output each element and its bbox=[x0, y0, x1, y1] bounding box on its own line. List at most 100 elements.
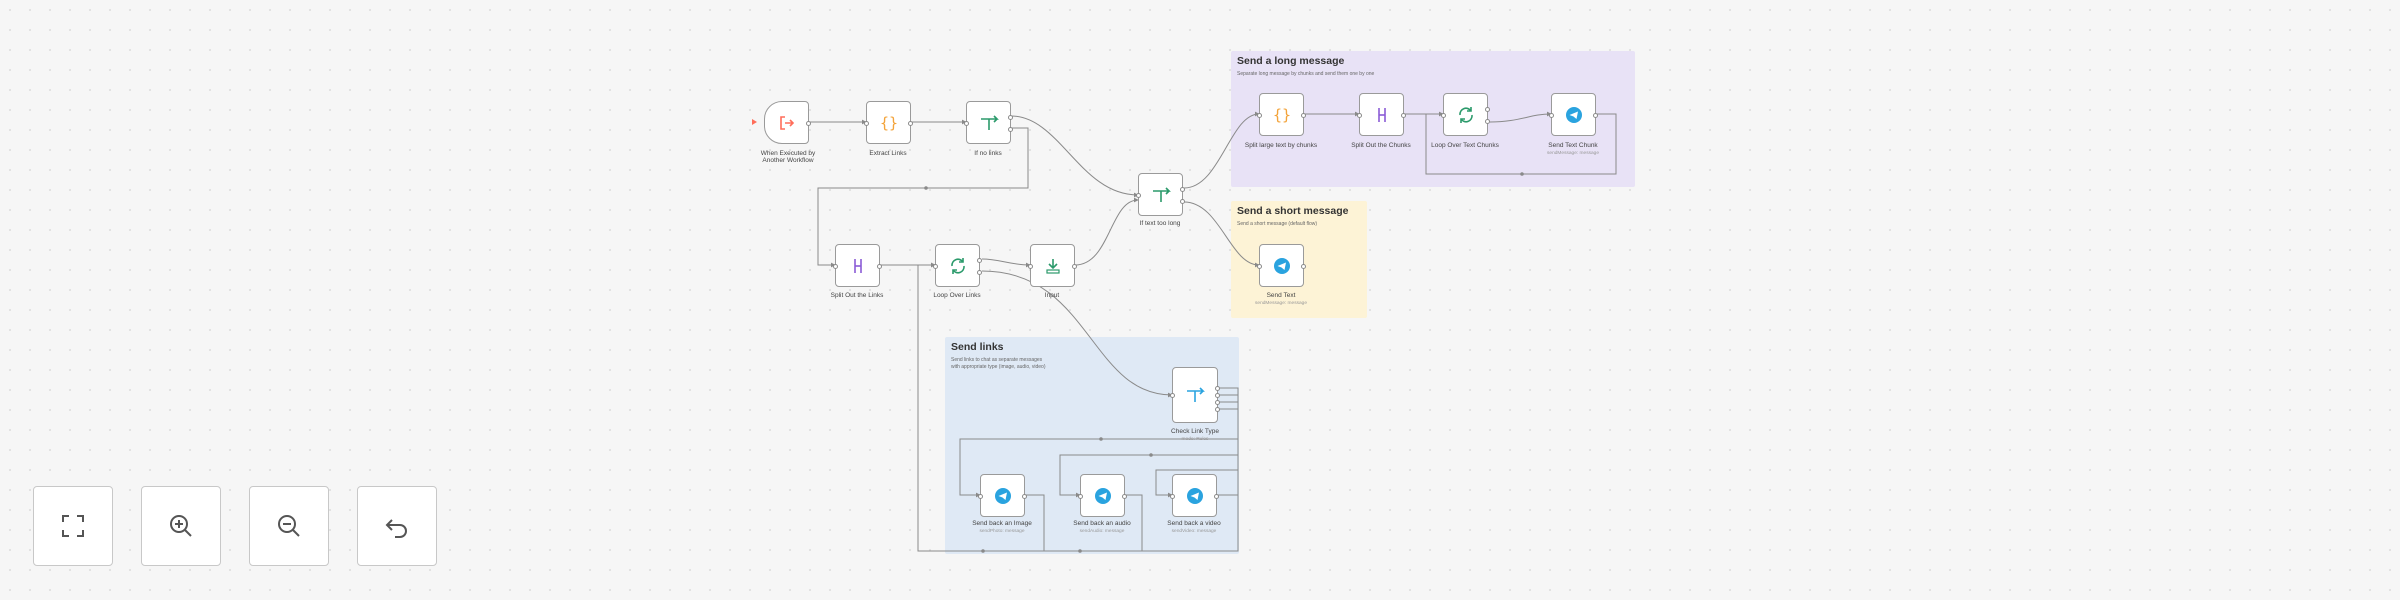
node-label: Send Text bbox=[1266, 292, 1296, 299]
node-send-video[interactable] bbox=[1170, 474, 1219, 517]
split-out-icon bbox=[1377, 107, 1386, 122]
node-check-link-type[interactable] bbox=[1170, 367, 1220, 423]
svg-text:{}: {} bbox=[879, 114, 897, 132]
node-split-out-chunks[interactable] bbox=[1357, 93, 1406, 136]
node-label: If text too long bbox=[1139, 220, 1181, 227]
edge bbox=[1074, 197, 1139, 266]
undo-button[interactable] bbox=[357, 486, 437, 566]
output-port-done[interactable] bbox=[1485, 119, 1490, 124]
output-port[interactable] bbox=[877, 264, 882, 269]
input-port[interactable] bbox=[1170, 393, 1175, 398]
output-port[interactable] bbox=[908, 121, 913, 126]
fit-view-button[interactable] bbox=[33, 486, 113, 566]
output-port[interactable] bbox=[1122, 494, 1127, 499]
output-port-image[interactable] bbox=[1215, 386, 1220, 391]
node-extract-links[interactable]: {} bbox=[864, 101, 913, 144]
input-port[interactable] bbox=[1136, 193, 1141, 198]
input-port[interactable] bbox=[1028, 264, 1033, 269]
input-port[interactable] bbox=[864, 121, 869, 126]
switch-icon bbox=[1187, 387, 1205, 402]
sticky-note-description: Separate long message by chunks and send… bbox=[1237, 71, 1375, 77]
node-label: Input bbox=[1044, 292, 1060, 299]
loop-icon bbox=[950, 257, 965, 274]
input-port[interactable] bbox=[1257, 264, 1262, 269]
telegram-icon bbox=[1565, 106, 1582, 123]
node-label: Check Link Type bbox=[1171, 428, 1219, 435]
output-port-done[interactable] bbox=[977, 270, 982, 275]
loop-icon bbox=[1458, 106, 1473, 123]
if-icon bbox=[1152, 186, 1171, 202]
output-port-false[interactable] bbox=[1180, 199, 1185, 204]
output-port[interactable] bbox=[1593, 113, 1598, 118]
output-port[interactable] bbox=[1401, 113, 1406, 118]
telegram-icon bbox=[994, 487, 1011, 504]
zoom-in-icon bbox=[170, 515, 192, 537]
output-port-true[interactable] bbox=[1008, 115, 1013, 120]
input-port[interactable] bbox=[833, 264, 838, 269]
node-send-text[interactable] bbox=[1257, 244, 1306, 287]
node-label: Loop Over Links bbox=[933, 292, 981, 299]
input-port[interactable] bbox=[1078, 494, 1083, 499]
node-input[interactable] bbox=[1028, 244, 1077, 287]
telegram-icon bbox=[1273, 257, 1290, 274]
node-label: Send back a video bbox=[1167, 520, 1221, 527]
node-subtitle: mode: Rules bbox=[1181, 437, 1209, 442]
node-send-image[interactable] bbox=[978, 474, 1027, 517]
node-loop-over-text-chunks[interactable] bbox=[1441, 93, 1490, 136]
output-port[interactable] bbox=[1301, 113, 1306, 118]
node-when-executed[interactable] bbox=[764, 101, 811, 144]
split-out-icon bbox=[853, 258, 862, 273]
node-subtitle: sendMessage: message bbox=[1547, 151, 1599, 156]
code-icon: {} bbox=[1272, 106, 1290, 124]
sticky-note-description: Send a short message (default flow) bbox=[1237, 221, 1318, 227]
input-icon bbox=[1045, 258, 1060, 274]
output-port[interactable] bbox=[806, 121, 811, 126]
code-icon: {} bbox=[879, 114, 897, 132]
input-port[interactable] bbox=[1170, 494, 1175, 499]
trigger-icon bbox=[779, 115, 794, 130]
node-send-audio[interactable] bbox=[1078, 474, 1127, 517]
output-port[interactable] bbox=[1022, 494, 1027, 499]
node-send-text-chunk[interactable] bbox=[1549, 93, 1598, 136]
node-label: Extract Links bbox=[869, 150, 907, 157]
output-port-video[interactable] bbox=[1215, 400, 1220, 405]
input-port[interactable] bbox=[1549, 113, 1554, 118]
node-if-text-too-long[interactable] bbox=[1136, 173, 1185, 216]
output-port-true[interactable] bbox=[1180, 187, 1185, 192]
output-port[interactable] bbox=[1072, 264, 1077, 269]
output-port-fallback[interactable] bbox=[1215, 407, 1220, 412]
zoom-in-button[interactable] bbox=[141, 486, 221, 566]
undo-icon bbox=[385, 519, 407, 538]
node-label: Another Workflow bbox=[762, 157, 814, 164]
trigger-indicator-icon bbox=[752, 119, 757, 125]
fit-view-icon bbox=[62, 515, 84, 537]
output-port[interactable] bbox=[1301, 264, 1306, 269]
sticky-note-title: Send links bbox=[951, 341, 1004, 353]
input-port[interactable] bbox=[978, 494, 983, 499]
zoom-out-button[interactable] bbox=[249, 486, 329, 566]
input-port[interactable] bbox=[1257, 113, 1262, 118]
node-label: Send back an audio bbox=[1073, 520, 1131, 527]
zoom-out-icon bbox=[278, 515, 300, 537]
node-if-no-links[interactable] bbox=[964, 101, 1013, 144]
node-label: Split Out the Chunks bbox=[1351, 142, 1411, 149]
node-split-out-links[interactable] bbox=[833, 244, 882, 287]
output-port-loop[interactable] bbox=[1485, 107, 1490, 112]
node-subtitle: sendMessage: message bbox=[1255, 301, 1307, 306]
node-label: Split Out the Links bbox=[830, 292, 884, 299]
output-port-audio[interactable] bbox=[1215, 393, 1220, 398]
output-port-loop[interactable] bbox=[977, 258, 982, 263]
node-split-text-chunks[interactable]: {} bbox=[1257, 93, 1306, 136]
telegram-icon bbox=[1094, 487, 1111, 504]
node-loop-over-links[interactable] bbox=[933, 244, 982, 287]
output-port[interactable] bbox=[1214, 494, 1219, 499]
input-port[interactable] bbox=[1357, 113, 1362, 118]
input-port[interactable] bbox=[1441, 113, 1446, 118]
input-port[interactable] bbox=[964, 121, 969, 126]
sticky-note-title: Send a short message bbox=[1237, 205, 1349, 217]
if-icon bbox=[980, 114, 999, 130]
input-port[interactable] bbox=[933, 264, 938, 269]
output-port-false[interactable] bbox=[1008, 127, 1013, 132]
sticky-note-title: Send a long message bbox=[1237, 55, 1345, 67]
